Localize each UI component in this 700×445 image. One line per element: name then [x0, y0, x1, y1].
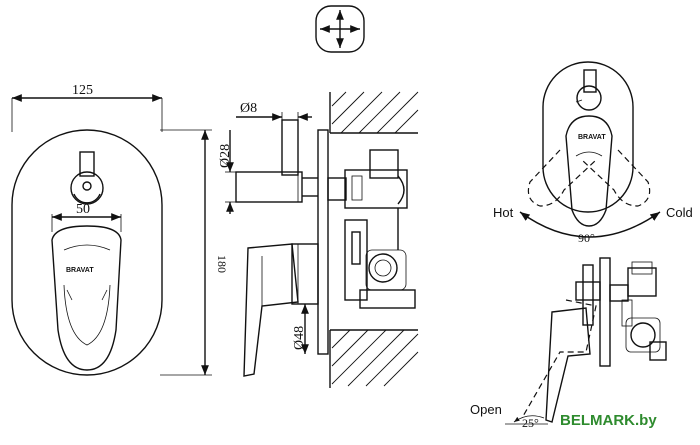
- wall-hatch-top: [329, 91, 419, 134]
- handle-sleeve: [291, 243, 319, 305]
- dim-handle-50: 50: [76, 202, 90, 217]
- rotation-arc: [519, 211, 661, 238]
- label-hot: Hot: [493, 205, 514, 220]
- valve-body: [327, 149, 416, 309]
- side-view: Ø8 Ø28 Ø48: [218, 91, 419, 388]
- diverter-knob: [79, 151, 95, 177]
- dim-dia-28: Ø28: [218, 144, 233, 168]
- cold-position: [581, 149, 651, 207]
- diverter-dial: [70, 171, 104, 205]
- brand-logo-view: BRAVAT: [578, 134, 606, 141]
- lever-side: [243, 243, 299, 377]
- diverter-stem: [281, 119, 299, 176]
- front-view: BRAVAT 125 50 180: [11, 83, 229, 376]
- hot-position: [527, 149, 597, 207]
- watermark: BELMARK.by: [560, 412, 657, 429]
- lever-handle: [51, 225, 122, 371]
- plate-side: [317, 129, 329, 355]
- label-open: Open: [470, 402, 502, 417]
- cover-plate: [11, 129, 163, 376]
- lever-open-solid: [545, 307, 591, 423]
- brand-logo-front: BRAVAT: [66, 267, 94, 274]
- label-90-degrees: 90°: [578, 231, 595, 245]
- label-25-degrees: 25°: [522, 416, 539, 430]
- dim-width-125: 125: [72, 83, 93, 98]
- dim-dia-8: Ø8: [240, 101, 257, 116]
- open-angle-view: Open 25°: [470, 257, 667, 430]
- dim-dia-48: Ø48: [292, 326, 307, 350]
- label-cold: Cold: [666, 205, 693, 220]
- diverter-cap: [235, 171, 303, 203]
- rotation-view: BRAVAT Hot Cold 90°: [493, 61, 693, 245]
- cross-section-symbol: [315, 5, 365, 53]
- dim-height-180: 180: [215, 255, 229, 273]
- lever-top-right: [565, 115, 613, 227]
- lever-open-dashed: [521, 299, 597, 419]
- wall-hatch-bottom: [329, 329, 419, 388]
